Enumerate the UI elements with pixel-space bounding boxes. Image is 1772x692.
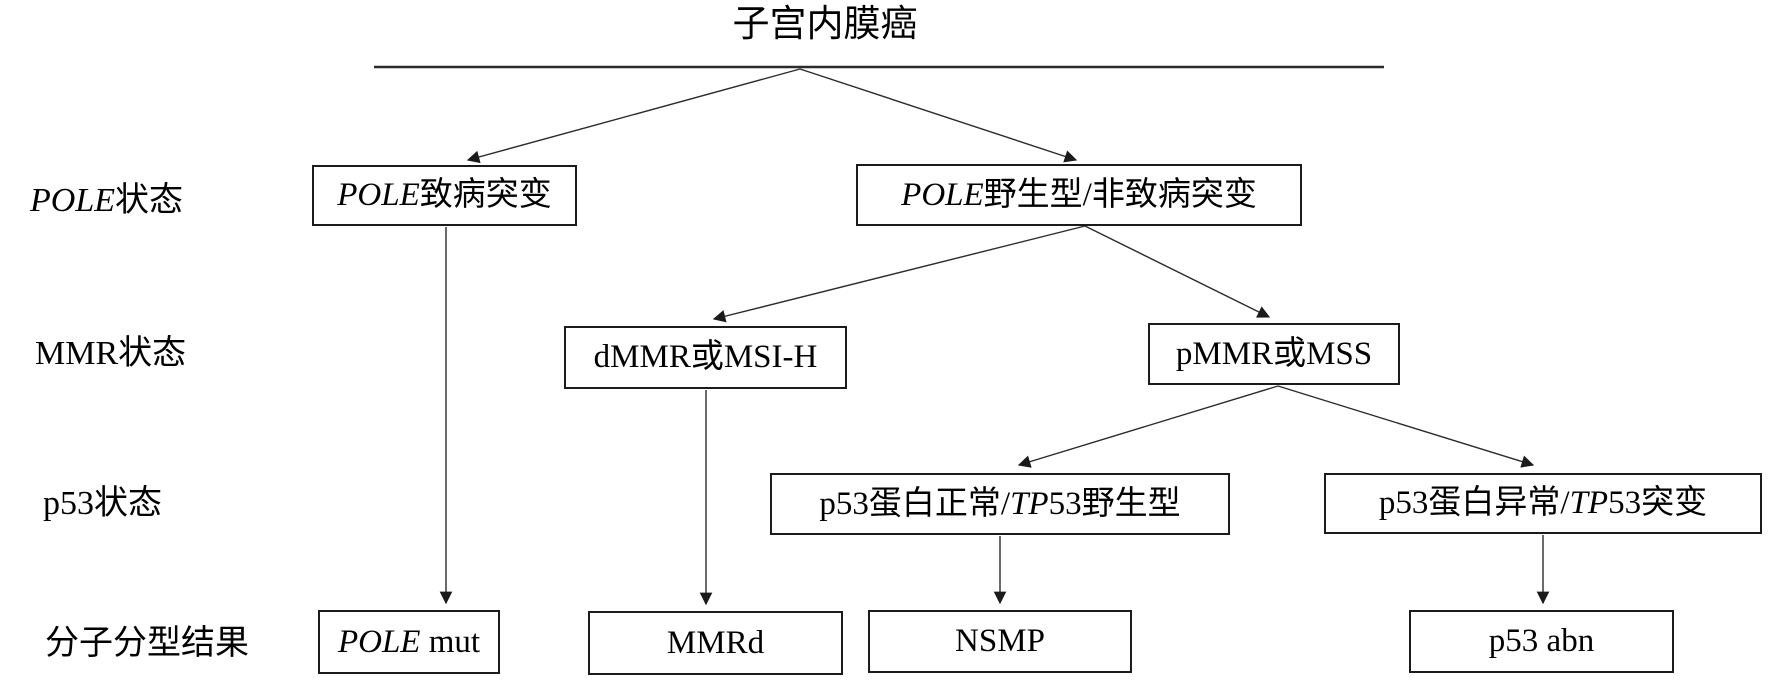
node-p53-normal-prefix: p53蛋白正常/ — [819, 485, 1011, 522]
row-label-p53-status-text: p53状态 — [43, 485, 162, 522]
row-label-mmr-status: MMR状态 — [35, 337, 186, 371]
node-pmmr: pMMR或MSS — [1148, 323, 1400, 385]
node-p53-normal-gene: TP — [1010, 485, 1049, 522]
node-pole-wildtype: POLE野生型/非致病突变 — [856, 164, 1302, 226]
row-label-pole-status-gene: POLE — [30, 182, 115, 219]
node-pole-wildtype-suffix: 野生型/非致病突变 — [983, 176, 1257, 213]
row-label-result: 分子分型结果 — [45, 627, 249, 661]
node-p53-abnormal-prefix: p53蛋白异常/ — [1378, 485, 1570, 521]
node-dmmr: dMMR或MSI-H — [564, 326, 847, 389]
node-p53-abnormal-gene: TP — [1569, 485, 1609, 521]
node-pole-wildtype-gene: POLE — [901, 176, 984, 213]
node-pole-pathogenic-gene: POLE — [337, 177, 420, 213]
row-label-pole-status: POLE状态 — [30, 184, 183, 218]
node-result-nsmp-text: NSMP — [955, 623, 1045, 659]
node-result-mmrd-text: MMRd — [666, 624, 765, 661]
connector-root-to-pole-wildtype — [799, 68, 1078, 163]
connector-pmmr-to-p53-abnormal — [1277, 385, 1535, 468]
connector-pole-wildtype-to-pmmr — [1084, 225, 1271, 318]
row-label-mmr-status-text: MMR状态 — [35, 335, 187, 372]
node-result-pole-mut-gene: POLE — [337, 623, 421, 660]
node-result-pole-mut: POLE mut — [318, 610, 500, 674]
node-dmmr-text: dMMR或MSI-H — [593, 339, 818, 375]
node-result-nsmp: NSMP — [868, 610, 1132, 673]
node-p53-abnormal-suffix: 53突变 — [1608, 485, 1708, 521]
connector-pmmr-to-p53-normal — [1017, 385, 1279, 468]
node-result-pole-mut-suffix: mut — [420, 623, 481, 660]
node-result-mmrd: MMRd — [588, 611, 843, 675]
node-p53-abnormal: p53蛋白异常/TP53突变 — [1324, 473, 1762, 534]
node-result-p53-abn-text: p53 abn — [1488, 623, 1595, 659]
node-pole-pathogenic: POLE致病突变 — [312, 165, 577, 226]
row-label-p53-status: p53状态 — [43, 487, 162, 521]
node-p53-normal: p53蛋白正常/TP53野生型 — [770, 473, 1230, 535]
diagram-title: 子宫内膜癌 — [700, 4, 950, 46]
diagram-title-text: 子宫内膜癌 — [732, 4, 918, 45]
node-pole-pathogenic-suffix: 致病突变 — [419, 177, 552, 213]
row-label-result-text: 分子分型结果 — [45, 625, 249, 662]
node-result-p53-abn: p53 abn — [1409, 610, 1674, 673]
connector-pole-wildtype-to-dmmr — [712, 225, 1086, 323]
connector-root-to-pole-pathogenic — [466, 68, 801, 164]
row-label-pole-status-suffix: 状态 — [115, 182, 183, 219]
node-p53-normal-suffix: 53野生型 — [1048, 485, 1181, 522]
node-pmmr-text: pMMR或MSS — [1175, 335, 1373, 372]
